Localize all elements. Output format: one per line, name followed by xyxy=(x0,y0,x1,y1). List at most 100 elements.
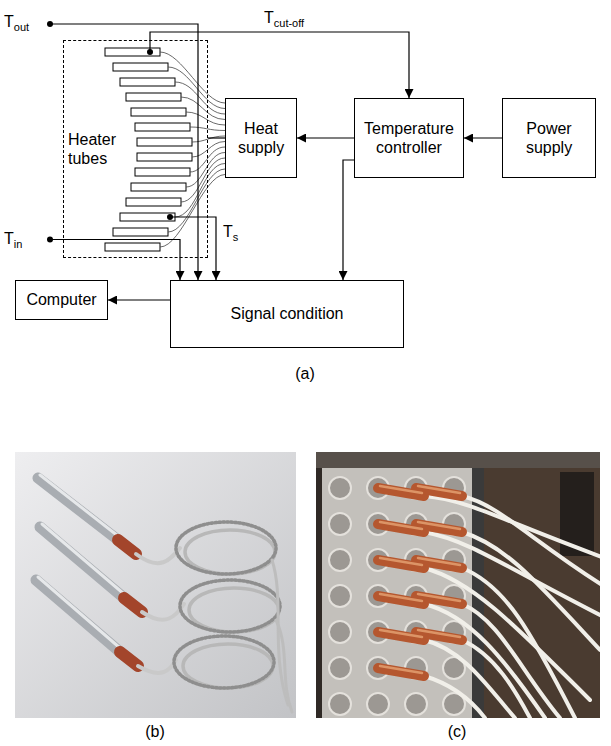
group-box: Heater tubes xyxy=(63,40,208,258)
wire xyxy=(168,67,225,109)
wire xyxy=(175,82,225,114)
signal-name: Tcut-off xyxy=(262,8,306,27)
hole xyxy=(329,693,351,715)
connector xyxy=(297,137,354,138)
figure-label: (a) xyxy=(295,364,315,383)
braided-wire xyxy=(138,660,176,673)
node-label: Temperature controller xyxy=(361,119,457,157)
sleeve-highlight xyxy=(418,558,460,565)
heater-tube xyxy=(137,138,192,146)
heater-tube xyxy=(120,78,175,86)
sensor-dot xyxy=(47,237,53,243)
hole xyxy=(405,693,427,715)
braided-wire xyxy=(462,604,560,718)
braided-wire xyxy=(142,604,184,620)
symbol: T xyxy=(223,223,233,240)
sleeve-highlight xyxy=(380,630,422,637)
hole xyxy=(329,513,351,535)
frame-bar xyxy=(316,452,600,468)
node-label: Heater tubes xyxy=(68,130,126,168)
braided-wire xyxy=(136,548,180,563)
wire-coil xyxy=(180,580,280,632)
sleeve-highlight xyxy=(418,630,460,637)
signal-name: Tout xyxy=(4,12,29,31)
sleeve-highlight xyxy=(380,558,422,565)
node-label: Computer xyxy=(26,290,96,309)
process-box: Computer xyxy=(15,280,108,320)
connector xyxy=(108,299,170,300)
sensor-dot xyxy=(167,214,173,220)
heater-tube xyxy=(135,168,190,176)
photo-ground xyxy=(15,452,296,718)
wire xyxy=(192,142,225,158)
sensor-lead xyxy=(50,240,180,281)
sensor-dot xyxy=(47,21,53,27)
wire xyxy=(181,97,225,120)
hole xyxy=(367,693,389,715)
process-box: Temperature controller xyxy=(354,98,464,178)
hole xyxy=(329,585,351,607)
node-label: Power supply xyxy=(509,119,589,157)
wire xyxy=(160,52,225,103)
subscript: in xyxy=(14,238,23,250)
subscript: out xyxy=(14,21,29,33)
steel-rod xyxy=(36,580,120,652)
braided-wire xyxy=(462,568,575,718)
heater-tube xyxy=(131,108,186,116)
heater-tube xyxy=(131,183,186,191)
heater-tube xyxy=(105,48,160,56)
sleeve-highlight xyxy=(418,486,460,493)
signal-name: Ts xyxy=(221,222,240,241)
wire xyxy=(186,112,225,125)
wire-braid xyxy=(180,580,280,632)
rod-sleeve xyxy=(124,598,142,612)
process-box: Signal condition xyxy=(170,280,404,348)
rod-highlight xyxy=(42,524,124,594)
heater-tube xyxy=(137,153,192,161)
heater-wires xyxy=(160,52,225,247)
heater-tube xyxy=(113,228,168,236)
figure-label: (c) xyxy=(448,722,467,741)
process-box: Heat supply xyxy=(225,98,297,178)
wire-end xyxy=(276,620,292,712)
wire-coil xyxy=(174,636,274,688)
braided-wire xyxy=(424,676,485,718)
sensor-dot xyxy=(147,49,153,55)
sensor-lead xyxy=(50,24,198,280)
sleeve-highlight xyxy=(380,666,422,673)
symbol: T xyxy=(264,9,274,26)
heater-tube xyxy=(126,198,181,206)
hole xyxy=(329,477,351,499)
side-panel xyxy=(484,468,600,718)
connector xyxy=(150,32,409,98)
plate xyxy=(322,468,472,718)
rod-highlight xyxy=(40,475,118,536)
heater-tube xyxy=(126,93,181,101)
process-box: Power supply xyxy=(502,98,596,178)
heater-tube xyxy=(120,213,175,221)
braided-wire xyxy=(462,532,600,650)
wire-braid xyxy=(174,636,274,688)
heater-photo xyxy=(15,452,296,718)
sleeve-highlight xyxy=(418,522,460,529)
hole xyxy=(329,621,351,643)
hole xyxy=(329,657,351,679)
sleeve-highlight xyxy=(418,594,460,601)
connector xyxy=(208,137,225,138)
rod-sleeve xyxy=(118,540,136,554)
wire xyxy=(186,153,225,188)
symbol: T xyxy=(4,13,14,30)
heater-tubes xyxy=(105,48,192,251)
sensor-lead xyxy=(170,216,208,217)
subscript: s xyxy=(233,231,239,243)
sleeve-highlight xyxy=(380,522,422,529)
wire xyxy=(192,136,225,142)
sleeve-highlight xyxy=(380,594,422,601)
node-label: Heat supply xyxy=(232,119,290,157)
hole xyxy=(329,549,351,571)
rod-sleeve xyxy=(120,652,138,666)
connector xyxy=(464,137,502,138)
connector xyxy=(343,160,354,280)
node-label: Signal condition xyxy=(231,304,344,323)
wire xyxy=(160,175,225,248)
